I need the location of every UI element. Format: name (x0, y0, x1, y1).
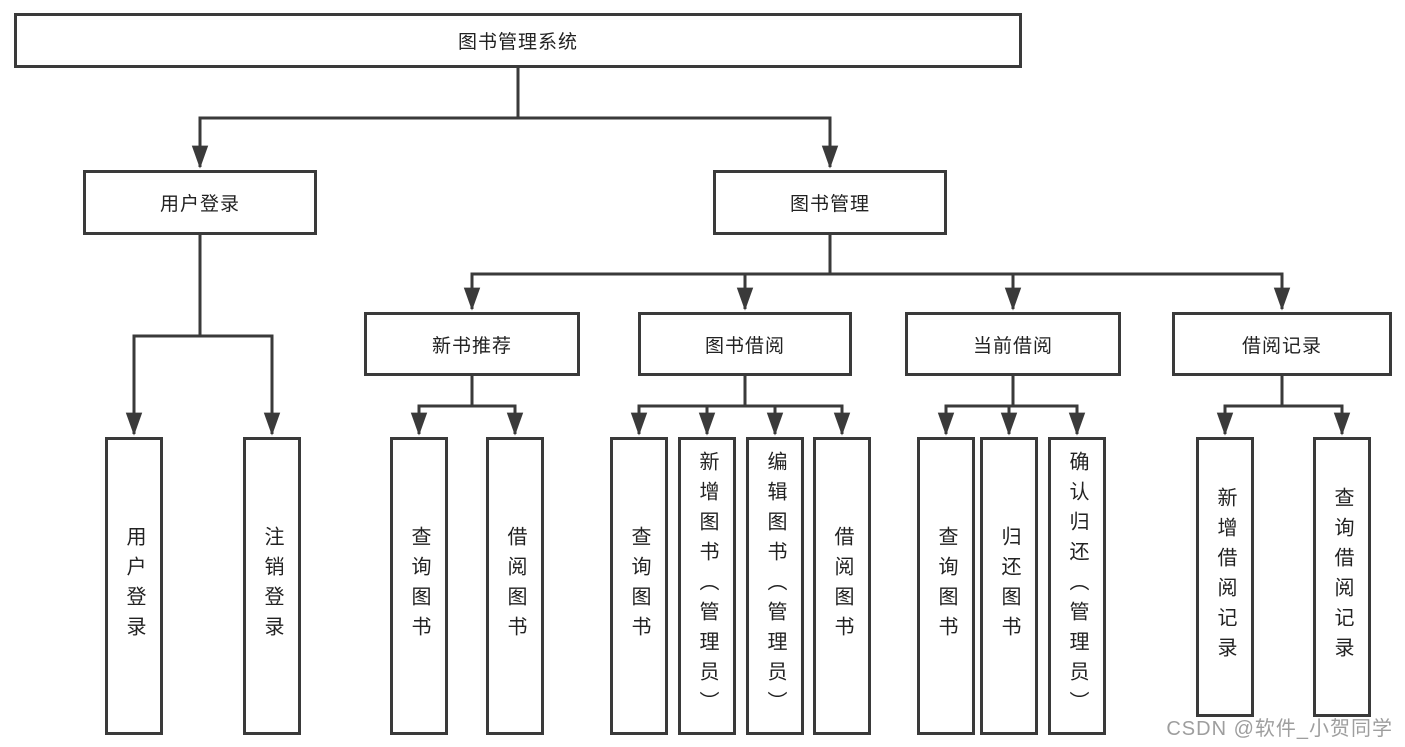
node-leaf-borrow-book-1: 借阅图书 (486, 437, 544, 735)
node-system-root: 图书管理系统 (14, 13, 1022, 68)
node-leaf-query-book-2: 查询图书 (610, 437, 668, 735)
csdn-watermark: CSDN @软件_小贺同学 (1166, 718, 1393, 740)
node-leaf-query-borrow-record: 查询借阅记录 (1313, 437, 1371, 717)
node-book-mgmt-label: 图书管理 (789, 194, 870, 215)
node-new-book-recommend: 新书推荐 (364, 312, 580, 376)
connector-current-borrow-trunk (944, 376, 1079, 408)
node-leaf-query-book-3-label: 查询图书 (935, 526, 957, 646)
node-system-root-label: 图书管理系统 (457, 32, 578, 53)
node-leaf-edit-book-admin-label: 编辑图书（管理员） (764, 451, 786, 721)
node-leaf-query-book-1-label: 查询图书 (408, 526, 430, 646)
connector-book-mgmt-trunk (470, 235, 1284, 276)
node-leaf-add-book-admin: 新增图书（管理员） (678, 437, 736, 735)
connector-user-login-trunk (132, 235, 274, 338)
node-current-borrow-label: 当前借阅 (972, 335, 1053, 357)
node-leaf-add-book-admin-label: 新增图书（管理员） (696, 451, 718, 721)
node-leaf-return-book-label: 归还图书 (998, 526, 1020, 646)
node-leaf-borrow-book-2-label: 借阅图书 (831, 526, 853, 646)
connector-book-borrow-trunk (637, 376, 844, 408)
node-leaf-logout: 注销登录 (243, 437, 301, 735)
node-user-login: 用户登录 (83, 170, 317, 235)
node-leaf-query-book-1: 查询图书 (390, 437, 448, 735)
node-leaf-logout-label: 注销登录 (261, 526, 283, 646)
node-current-borrow: 当前借阅 (905, 312, 1121, 376)
node-leaf-add-borrow-record-label: 新增借阅记录 (1214, 487, 1236, 667)
node-leaf-borrow-book-1-label: 借阅图书 (504, 526, 526, 646)
node-leaf-user-login: 用户登录 (105, 437, 163, 735)
node-new-book-recommend-label: 新书推荐 (431, 335, 512, 357)
connector-root-trunk (198, 68, 832, 120)
node-book-borrow-label: 图书借阅 (704, 335, 785, 357)
node-leaf-query-borrow-record-label: 查询借阅记录 (1331, 487, 1353, 667)
node-leaf-user-login-label: 用户登录 (123, 526, 145, 646)
connector-new-book-trunk (417, 376, 517, 408)
connector-records-trunk (1223, 376, 1344, 408)
node-leaf-return-book: 归还图书 (980, 437, 1038, 735)
node-leaf-confirm-return-admin: 确认归还（管理员） (1048, 437, 1106, 735)
node-leaf-confirm-return-admin-label: 确认归还（管理员） (1066, 451, 1088, 721)
node-leaf-query-book-2-label: 查询图书 (628, 526, 650, 646)
node-book-mgmt: 图书管理 (713, 170, 947, 235)
node-leaf-borrow-book-2: 借阅图书 (813, 437, 871, 735)
node-leaf-edit-book-admin: 编辑图书（管理员） (746, 437, 804, 735)
node-borrow-records-label: 借阅记录 (1241, 335, 1322, 357)
node-book-borrow: 图书借阅 (638, 312, 852, 376)
node-leaf-query-book-3: 查询图书 (917, 437, 975, 735)
node-borrow-records: 借阅记录 (1172, 312, 1392, 376)
node-user-login-label: 用户登录 (159, 194, 240, 215)
node-leaf-add-borrow-record: 新增借阅记录 (1196, 437, 1254, 717)
